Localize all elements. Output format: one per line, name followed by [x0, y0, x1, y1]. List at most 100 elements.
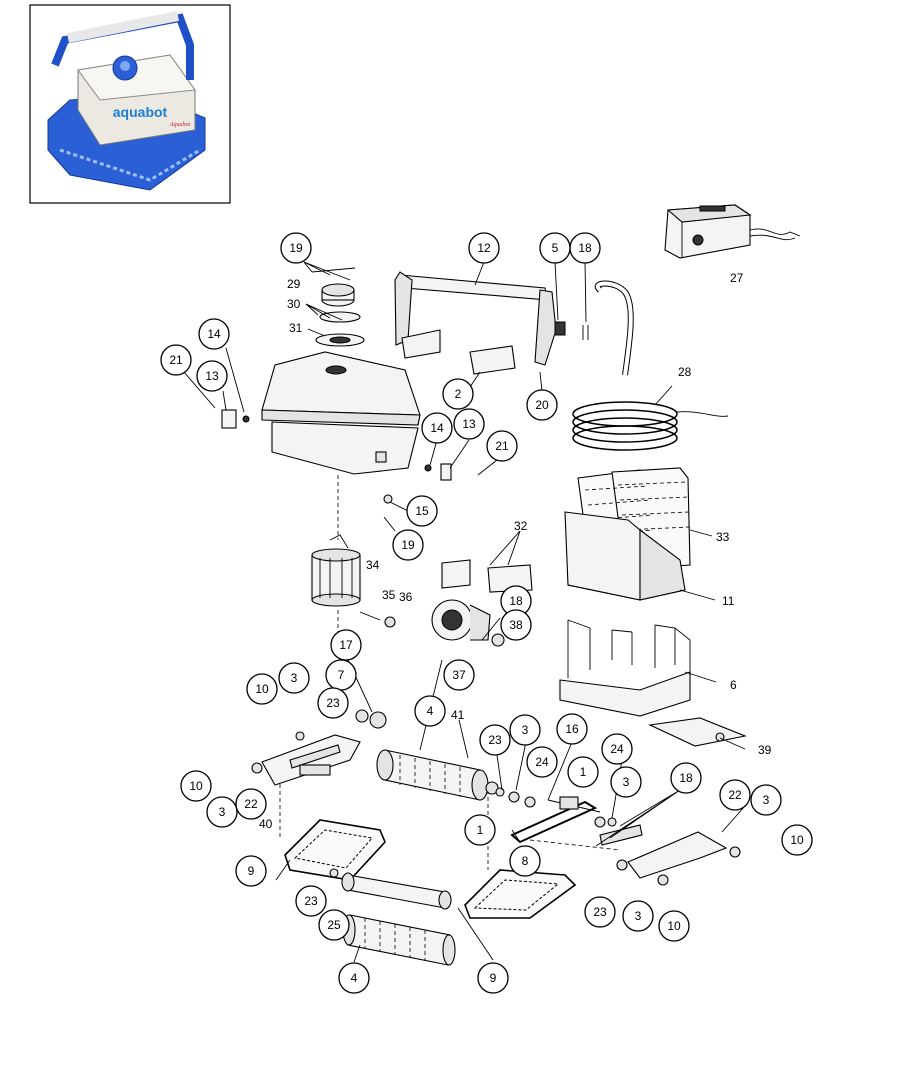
label-35: 35: [382, 588, 396, 602]
label-11: 11: [722, 594, 735, 608]
left-side-plate-part: [261, 734, 361, 786]
callout-14: 14: [421, 412, 453, 444]
callout-number: 4: [351, 971, 358, 985]
callout-circle: [206, 796, 238, 828]
callout-number: 19: [401, 538, 415, 552]
callout-number: 4: [427, 704, 434, 718]
callout-number: 9: [490, 971, 497, 985]
callout-number: 24: [535, 755, 549, 769]
callout-number: 16: [565, 722, 579, 736]
callout-18: 18: [670, 762, 702, 794]
callout-circle: [500, 609, 532, 641]
product-photo-inset: aquabot Aquabot: [29, 4, 231, 204]
brand-logo-text: aquabot: [113, 104, 168, 120]
callout-circle: [198, 318, 230, 350]
callout-number: 23: [304, 894, 318, 908]
callout-number: 13: [462, 417, 476, 431]
plain-labels: 27 28 33 34 35 36 11 6 39 40 41 30 29 31…: [259, 271, 772, 831]
callout-number: 21: [169, 353, 183, 367]
callout-23: 23: [317, 687, 349, 719]
callout-22: 22: [235, 788, 267, 820]
callout-5: 5: [539, 232, 571, 264]
callout-number: 15: [415, 504, 429, 518]
callout-number: 22: [244, 797, 258, 811]
right-side-plate-part: [599, 824, 728, 879]
callout-circle: [318, 909, 350, 941]
callout-15: 15: [406, 495, 438, 527]
callout-2: 2: [442, 378, 474, 410]
callout-number: 20: [535, 398, 549, 412]
callout-circle: [235, 788, 267, 820]
callout-number: 18: [679, 771, 693, 785]
plate-part: [648, 717, 747, 747]
callout-3: 3: [509, 714, 541, 746]
callout-number: 25: [327, 918, 341, 932]
brush-roller-upper-part: [376, 749, 499, 801]
callout-23: 23: [295, 885, 327, 917]
callout-number: 13: [205, 369, 219, 383]
callout-number: 3: [623, 775, 630, 789]
handle-part: [394, 271, 557, 375]
label-33: 33: [716, 530, 730, 544]
callout-circle: [526, 746, 558, 778]
callout-circle: [670, 762, 702, 794]
callout-25: 25: [318, 909, 350, 941]
callout-circle: [280, 232, 312, 264]
callout-circle: [392, 529, 424, 561]
callout-number: 3: [291, 671, 298, 685]
callout-circle: [196, 360, 228, 392]
callout-23: 23: [479, 724, 511, 756]
callout-number: 3: [219, 805, 226, 819]
callout-3: 3: [750, 784, 782, 816]
callout-circle: [486, 430, 518, 462]
callout-number: 23: [326, 696, 340, 710]
callout-10: 10: [658, 910, 690, 942]
label-41: 41: [451, 708, 465, 722]
callout-circle: [421, 412, 453, 444]
callout-number: 38: [509, 618, 523, 632]
label-6: 6: [730, 678, 737, 692]
axle-roller-part: [341, 872, 452, 910]
callout-22: 22: [719, 779, 751, 811]
callout-circle: [750, 784, 782, 816]
foam-blocks-part: [441, 559, 533, 593]
callout-number: 10: [790, 833, 804, 847]
callout-circle: [468, 232, 500, 264]
callout-21: 21: [160, 344, 192, 376]
callout-circle: [464, 814, 496, 846]
label-40: 40: [259, 817, 273, 831]
callout-circle: [781, 824, 813, 856]
callout-circle: [160, 344, 192, 376]
small-hardware: [221, 321, 741, 886]
callout-circle: [278, 662, 310, 694]
label-27: 27: [730, 271, 744, 285]
callout-19: 19: [392, 529, 424, 561]
leader-lines: [183, 261, 746, 963]
callout-circle: [477, 962, 509, 994]
callout-4: 4: [414, 695, 446, 727]
label-30: 30: [287, 297, 301, 311]
callout-circle: [526, 389, 558, 421]
callout-number: 3: [763, 793, 770, 807]
label-34: 34: [366, 558, 380, 572]
callout-number: 23: [593, 905, 607, 919]
callout-number: 18: [578, 241, 592, 255]
callout-13: 13: [453, 408, 485, 440]
callout-9: 9: [235, 855, 267, 887]
callout-circle: [622, 900, 654, 932]
callout-number: 37: [452, 668, 466, 682]
callout-3: 3: [206, 796, 238, 828]
motor-housing-part: [261, 351, 421, 475]
callout-number: 9: [248, 864, 255, 878]
callout-number: 2: [455, 387, 462, 401]
callout-number: 8: [522, 854, 529, 868]
callout-circle: [414, 695, 446, 727]
callout-38: 38: [500, 609, 532, 641]
callout-circle: [567, 756, 599, 788]
power-supply-part: [664, 204, 801, 259]
callout-number: 1: [580, 765, 587, 779]
callout-circle: [610, 766, 642, 798]
callout-8: 8: [509, 845, 541, 877]
callout-9: 9: [477, 962, 509, 994]
